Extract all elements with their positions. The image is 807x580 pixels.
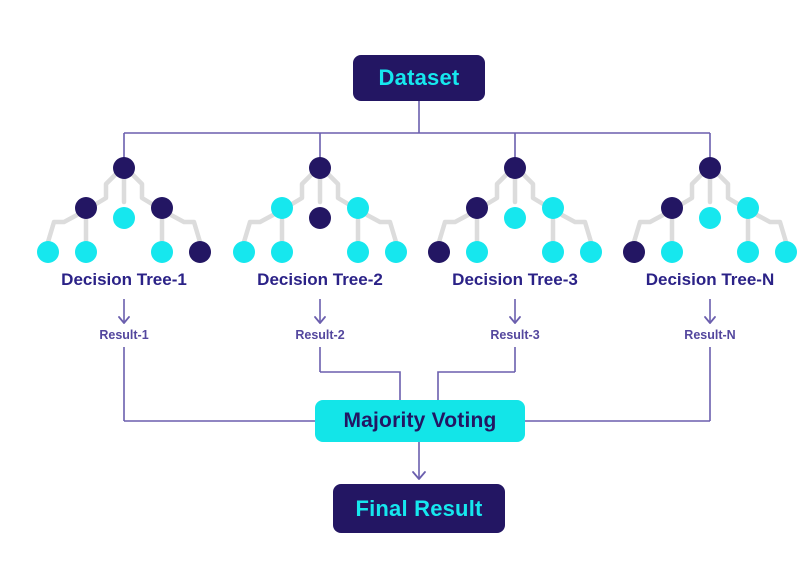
tree-2-node-leaf-3: [347, 241, 369, 263]
arrowhead-result-2: [314, 316, 326, 324]
tree-3-node-leaf-4: [580, 241, 602, 263]
tree-1-link-root-left: [93, 171, 119, 207]
tree-4-link-root-left: [679, 171, 705, 207]
tree-3-node-leaf-3: [542, 241, 564, 263]
arrowhead-result-4: [704, 316, 716, 324]
tree-4-node-root: [699, 157, 721, 179]
tree-label-1: Decision Tree-1: [61, 270, 187, 289]
tree-3-node-level2-center: [504, 207, 526, 229]
tree-1-node-leaf-4: [189, 241, 211, 263]
result-label-3: Result-3: [490, 328, 540, 342]
tree-3-node-level2-right: [542, 197, 564, 219]
tree-3-node-level2-left: [466, 197, 488, 219]
tree-1-node-leaf-2: [75, 241, 97, 263]
result-label-1: Result-1: [99, 328, 149, 342]
tree-2-link-midleft-leaf1: [241, 212, 276, 245]
tree-3-node-leaf-2: [466, 241, 488, 263]
final-result-label: Final Result: [355, 495, 483, 521]
tree-2-node-root: [309, 157, 331, 179]
dataset-box[interactable]: Dataset: [353, 55, 485, 101]
tree-1-link-midleft-leaf1: [45, 212, 80, 245]
tree-2-node-leaf-1: [233, 241, 255, 263]
tree-label-3: Decision Tree-3: [452, 270, 578, 289]
tree-1-node-level2-right: [151, 197, 173, 219]
arrowhead-result-1: [118, 316, 130, 324]
tree-3-node-root: [504, 157, 526, 179]
majority-voting-label: Majority Voting: [343, 409, 497, 432]
tree-2-link-midright-leaf4: [364, 212, 399, 245]
tree-4-node-leaf-3: [737, 241, 759, 263]
result-label-4: Result-N: [684, 328, 736, 342]
tree-label-2: Decision Tree-2: [257, 270, 383, 289]
tree-4-node-level2-center: [699, 207, 721, 229]
tree-label-4: Decision Tree-N: [645, 270, 775, 289]
tree-4-node-leaf-1: [623, 241, 645, 263]
connector-result-3-to-majority: [437, 371, 515, 400]
tree-4-node-level2-right: [737, 197, 759, 219]
tree-2-node-leaf-4: [385, 241, 407, 263]
tree-1-link-root-right: [129, 171, 155, 207]
tree-1-node-leaf-1: [37, 241, 59, 263]
tree-4-link-midleft-leaf1: [631, 212, 666, 245]
result-label-2: Result-2: [295, 328, 345, 342]
tree-2-link-root-right: [325, 171, 351, 207]
tree-2-node-leaf-2: [271, 241, 293, 263]
tree-3-link-root-left: [484, 171, 510, 207]
tree-4-node-leaf-4: [775, 241, 797, 263]
tree-1-node-root: [113, 157, 135, 179]
tree-3-link-midleft-leaf1: [436, 212, 471, 245]
tree-1-link-midright-leaf4: [168, 212, 203, 245]
tree-2-node-level2-left: [271, 197, 293, 219]
tree-4-node-level2-left: [661, 197, 683, 219]
connector-result-2-to-majority: [320, 371, 401, 400]
tree-2-node-level2-right: [347, 197, 369, 219]
tree-4-node-leaf-2: [661, 241, 683, 263]
tree-1-node-level2-center: [113, 207, 135, 229]
majority-voting-box[interactable]: Majority Voting: [315, 400, 525, 442]
tree-2-node-level2-center: [309, 207, 331, 229]
tree-1-node-leaf-3: [151, 241, 173, 263]
dataset-label: Dataset: [378, 65, 460, 90]
tree-4-link-root-right: [715, 171, 741, 207]
tree-2-link-root-left: [289, 171, 315, 207]
tree-1-node-level2-left: [75, 197, 97, 219]
final-result-box[interactable]: Final Result: [333, 484, 505, 533]
tree-4-link-midright-leaf4: [754, 212, 789, 245]
tree-3-link-midright-leaf4: [559, 212, 594, 245]
arrowhead-final: [412, 471, 426, 480]
tree-3-node-leaf-1: [428, 241, 450, 263]
tree-3-link-root-right: [520, 171, 546, 207]
arrowhead-result-3: [509, 316, 521, 324]
